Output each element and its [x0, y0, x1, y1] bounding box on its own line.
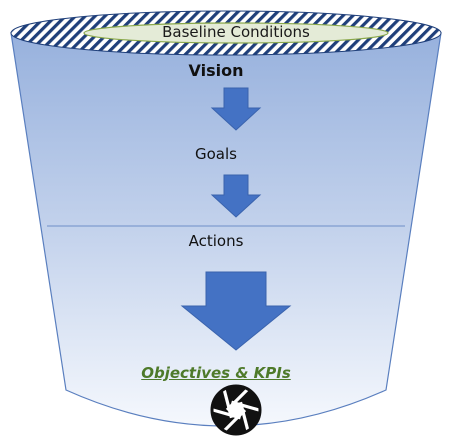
large-down-arrow-icon: [180, 271, 292, 351]
stage-label-vision: Vision: [188, 61, 244, 80]
outcome-label: Objectives & KPIs: [141, 364, 291, 382]
stage-label-actions: Actions: [188, 232, 244, 250]
rim-label: Baseline Conditions: [162, 23, 310, 41]
down-arrow-icon: [210, 87, 262, 131]
camera-aperture-icon: [210, 384, 262, 436]
down-arrow-icon: [210, 174, 262, 218]
rim-label-background: [83, 22, 389, 44]
stage-label-goals: Goals: [195, 145, 237, 163]
